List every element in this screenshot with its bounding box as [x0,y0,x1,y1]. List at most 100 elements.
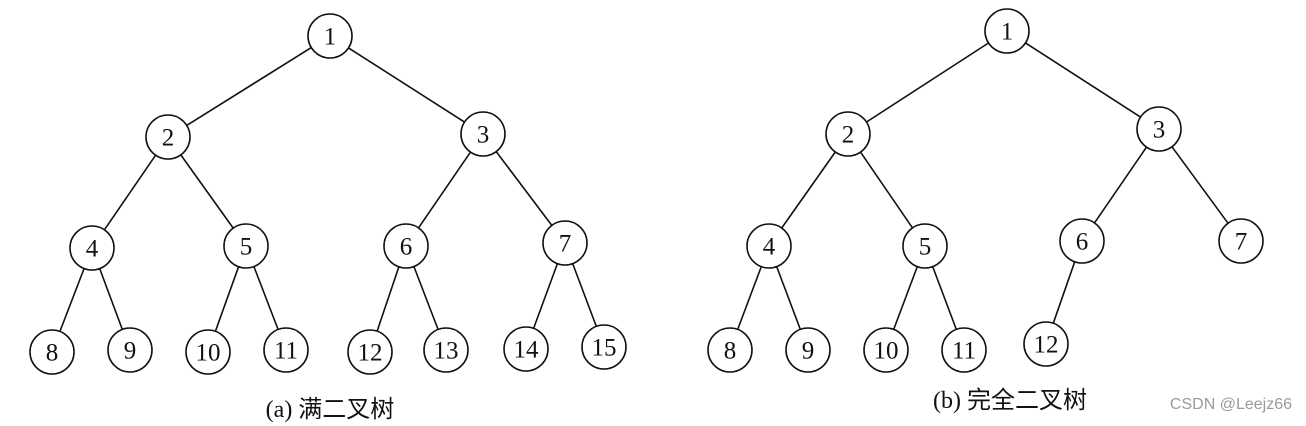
tree-node: 4 [746,223,792,269]
node-circle [542,220,588,266]
tree-edge-3-7 [495,151,553,226]
node-circle [1136,106,1182,152]
node-label: 14 [514,337,540,364]
tree-node: 7 [1218,218,1264,264]
node-label: 11 [274,338,298,365]
node-label: 8 [46,340,59,367]
node-label: 6 [400,234,413,261]
tree-edge-1-3 [1025,42,1141,118]
node-circle [503,326,549,372]
node-label: 2 [842,122,855,149]
tree-node: 15 [581,324,627,370]
node-circle [984,8,1030,54]
tree-edge-4-8 [59,268,85,332]
tree-node: 5 [223,223,269,269]
tree-edge-1-2 [866,42,989,123]
tree-edge-2-4 [781,151,836,229]
node-circle [69,225,115,271]
node-label: 10 [874,338,899,365]
node-label: 12 [1034,332,1059,359]
node-label: 5 [240,234,253,261]
tree-node: 10 [185,329,231,375]
tree-node: 10 [863,327,909,373]
node-label: 8 [724,338,737,365]
tree-node: 14 [503,326,549,372]
tree-node: 13 [423,327,469,373]
node-label: 1 [324,24,337,51]
tree-edge-4-8 [736,266,763,330]
node-circle [1059,218,1105,264]
node-label: 5 [919,234,932,261]
tree-node: 4 [69,225,115,271]
tree-edge-5-10 [892,266,919,330]
node-label: 15 [592,335,617,362]
node-circle [383,223,429,269]
node-circle [1218,218,1264,264]
tree-edge-2-5 [859,151,914,229]
node-circle [107,327,153,373]
tree-edge-6-12 [376,266,400,332]
tree-node: 3 [460,111,506,157]
tree-node: 1 [307,13,353,59]
node-label: 1 [1001,19,1014,46]
tree-node: 7 [542,220,588,266]
node-circle [263,327,309,373]
node-label: 12 [358,340,383,367]
tree-edge-3-6 [1093,146,1148,224]
tree-node: 6 [383,223,429,269]
tree-edge-4-9 [98,268,124,330]
node-circle [1023,321,1069,367]
node-label: 6 [1076,229,1089,256]
node-circle [145,114,191,160]
tree-edge-2-4 [103,154,157,231]
node-circle [29,329,75,375]
node-label: 7 [559,231,572,258]
node-circle [347,329,393,375]
tree-node: 12 [1023,321,1069,367]
tree-edge-3-6 [417,151,472,229]
node-label: 7 [1235,229,1248,256]
node-circle [902,223,948,269]
watermark: CSDN @Leejz66 [1169,396,1292,413]
tree-node: 11 [263,327,309,373]
tree-edge-5-11 [253,266,279,330]
tree-edge-1-3 [348,47,465,123]
tree-node: 3 [1136,106,1182,152]
tree-edge-5-11 [931,266,958,330]
tree-node: 2 [145,114,191,160]
caption-complete-binary-tree: (b) 完全二叉树 [933,387,1087,414]
node-circle [307,13,353,59]
tree-edge-7-15 [571,263,598,327]
node-circle [223,223,269,269]
node-circle [581,324,627,370]
node-circle [863,327,909,373]
node-circle [825,111,871,157]
node-label: 9 [802,338,815,365]
node-label: 10 [196,340,221,367]
tree-node: 1 [984,8,1030,54]
node-circle [185,329,231,375]
tree-node: 12 [347,329,393,375]
node-label: 13 [434,338,459,365]
tree-edge-7-14 [532,263,559,329]
node-label: 3 [477,122,490,149]
tree-edge-6-13 [413,266,439,330]
tree-node: 9 [107,327,153,373]
node-label: 4 [86,236,99,263]
tree-node: 5 [902,223,948,269]
tree-node: 11 [941,327,987,373]
node-circle [785,327,831,373]
tree-edge-1-2 [186,46,312,127]
node-circle [707,327,753,373]
tree-edge-6-12 [1052,261,1076,324]
tree-edge-3-7 [1171,146,1229,224]
tree-edge-5-10 [214,266,240,332]
tree-edge-4-9 [775,266,802,330]
node-label: 4 [763,234,776,261]
node-circle [941,327,987,373]
node-label: 9 [124,338,137,365]
node-label: 11 [952,338,976,365]
tree-node: 9 [785,327,831,373]
